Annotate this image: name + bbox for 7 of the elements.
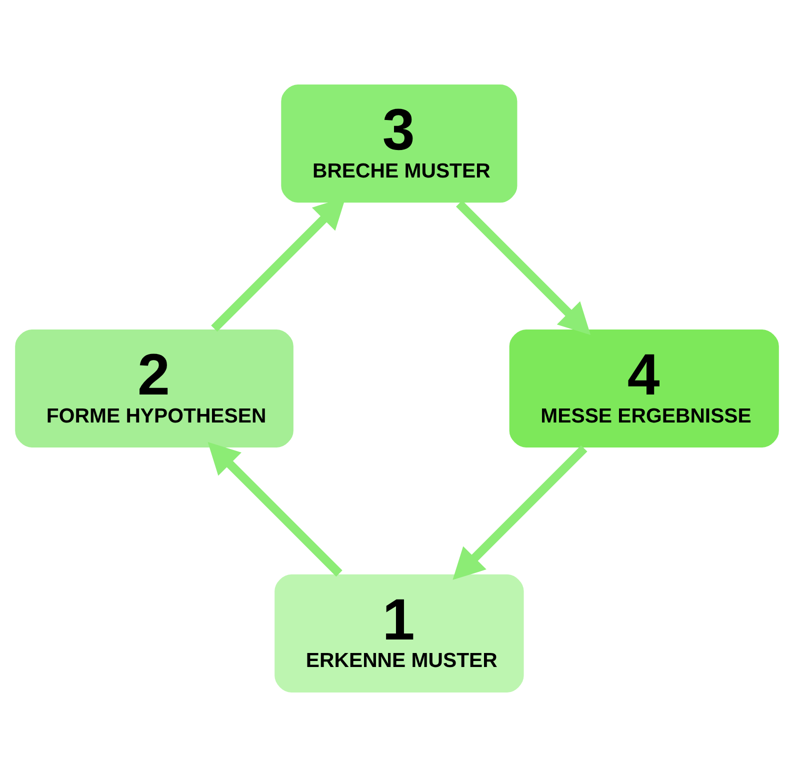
node-box: 1 ERKENNE MUSTER — [273, 572, 526, 694]
node-box: 4 MESSE ERGEBNISSE — [508, 328, 780, 448]
arrow — [456, 200, 591, 335]
node-box: 3 BRECHE MUSTER — [280, 82, 519, 204]
arrow — [208, 441, 342, 576]
node-box: 2 FORME HYPOTHESEN — [14, 328, 295, 448]
arrow — [452, 444, 588, 580]
